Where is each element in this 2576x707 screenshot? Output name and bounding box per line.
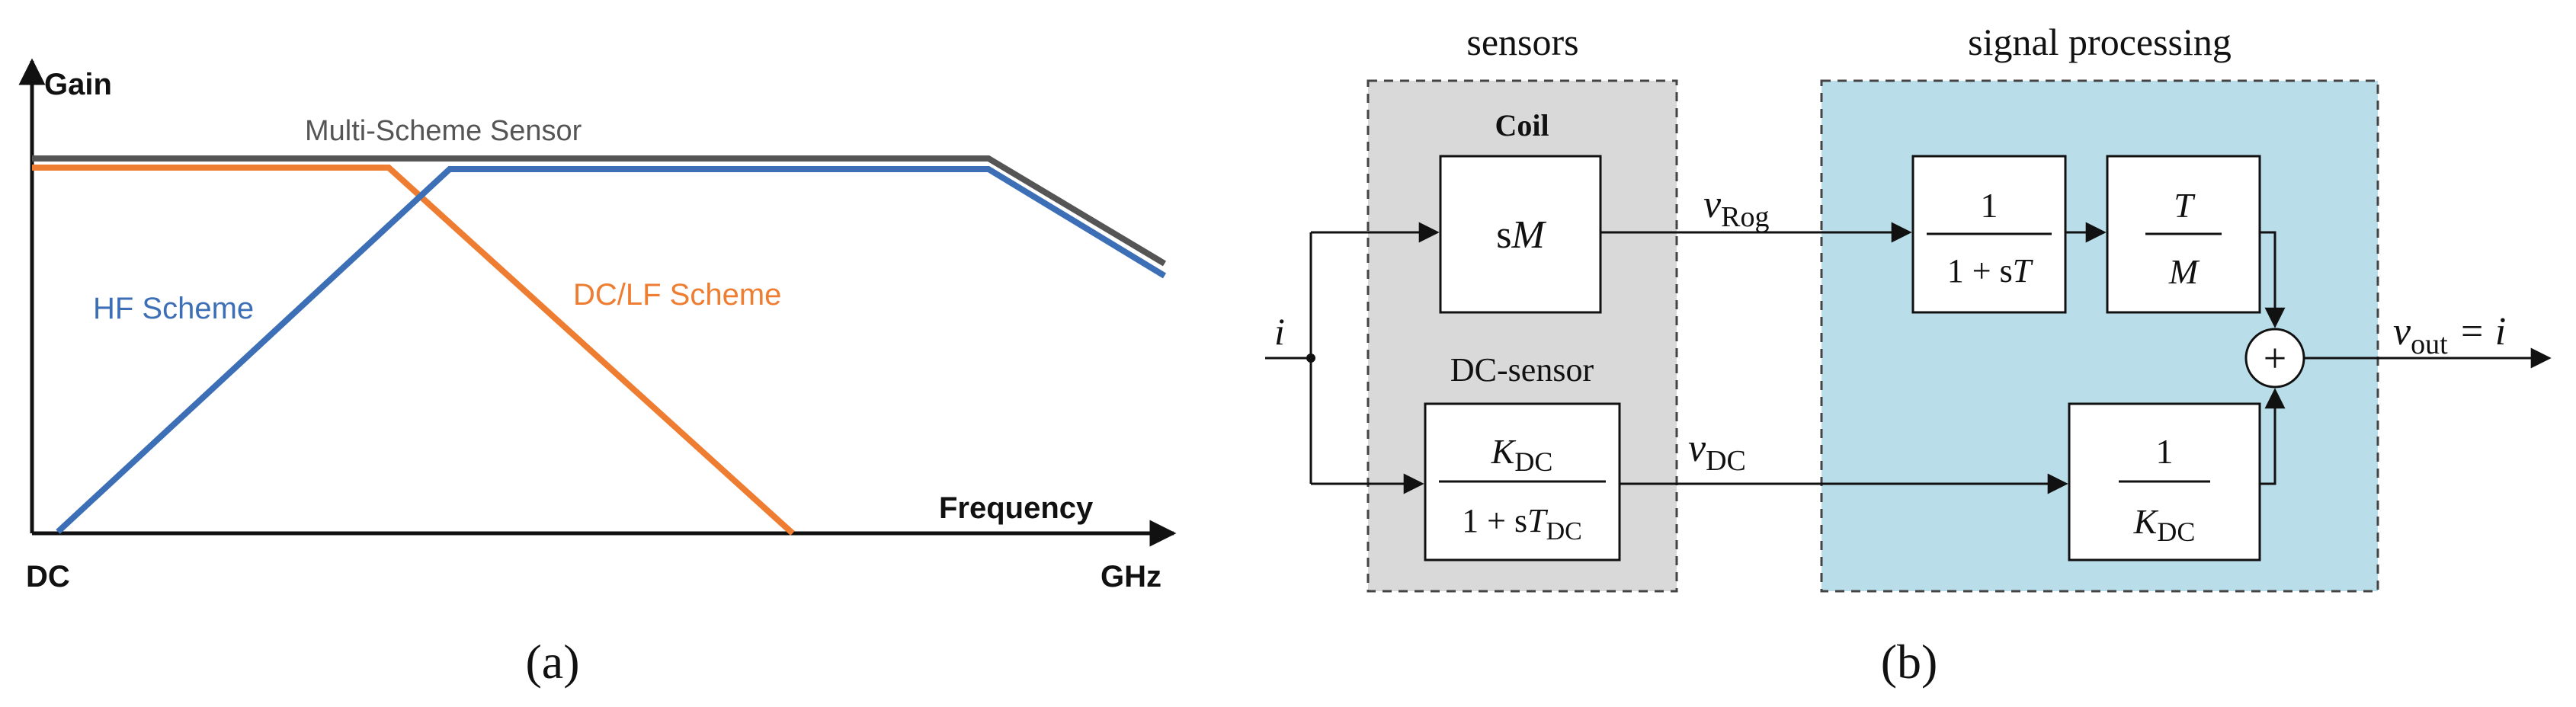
panel-b-caption: (b) <box>1881 635 1938 689</box>
sensors-title: sensors <box>1466 21 1578 63</box>
signal-processing-title: signal processing <box>1968 21 2232 63</box>
svg-text:1 + sTDC: 1 + sTDC <box>1462 502 1582 545</box>
branch-point <box>1306 354 1315 363</box>
svg-text:M: M <box>2168 252 2200 291</box>
coil-block <box>1439 155 1602 314</box>
coil-block-expr: sM <box>1496 213 1546 257</box>
hf-scheme-curve <box>56 166 1167 534</box>
x-axis-label: Frequency <box>939 491 1094 525</box>
input-label: i <box>1274 310 1285 353</box>
summing-symbol: + <box>2264 335 2286 381</box>
svg-text:T: T <box>2174 186 2196 225</box>
coil-label: Coil <box>1495 108 1549 142</box>
svg-text:KDC: KDC <box>2133 502 2196 547</box>
panel-a-caption: (a) <box>525 635 579 689</box>
v-rog-label: vRog <box>1703 183 1769 233</box>
dc-sensor-block-expr: KDC 1 + sTDC <box>1439 432 1606 545</box>
svg-text:1 + sT: 1 + sT <box>1947 252 2034 290</box>
dc-sensor-label: DC-sensor <box>1450 351 1594 389</box>
v-dc-label: vDC <box>1688 427 1746 477</box>
multi-scheme-curve <box>32 155 1167 267</box>
gain-block-expr: T M <box>2145 186 2222 291</box>
y-axis-label: Gain <box>44 68 112 101</box>
x-end-label: GHz <box>1101 560 1161 593</box>
dclf-scheme-curve <box>32 165 795 536</box>
svg-text:1: 1 <box>2156 432 2174 471</box>
x-start-label: DC <box>26 560 70 593</box>
panel-a: Gain Multi-Scheme Sensor HF Scheme DC/LF… <box>18 58 1177 689</box>
multi-scheme-label: Multi-Scheme Sensor <box>305 115 582 147</box>
dclf-scheme-label: DC/LF Scheme <box>573 278 781 312</box>
integrator-block-expr: 1 1 + sT <box>1927 186 2052 290</box>
svg-text:KDC: KDC <box>1491 432 1553 477</box>
dc-gain-block-expr: 1 KDC <box>2119 432 2210 547</box>
hf-scheme-label: HF Scheme <box>93 292 254 325</box>
svg-text:1: 1 <box>1981 186 1998 225</box>
v-out-label: vout= i <box>2393 310 2506 360</box>
panel-b: sensors signal processing Coil DC-sensor… <box>1265 21 2552 689</box>
